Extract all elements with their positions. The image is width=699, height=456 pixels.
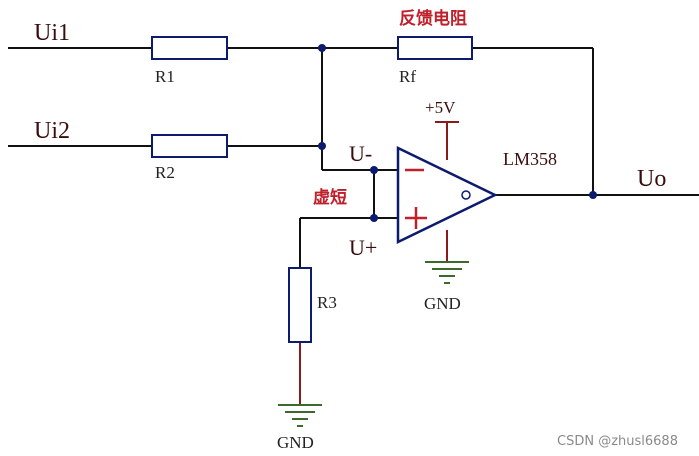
junction-dot-minus [370,166,378,174]
label-supply: +5V [425,98,456,117]
resistor-rf [397,36,473,60]
junction-dot-top [318,44,326,52]
label-gnd-r3: GND [277,433,314,452]
resistor-r3 [288,267,312,343]
label-feedback: 反馈电阻 [399,8,467,29]
opamp-output-bubble [461,190,471,200]
opamp-triangle [396,146,498,244]
label-lm358: LM358 [503,149,557,169]
label-ui2: Ui2 [34,118,70,144]
junction-dot-output [589,191,597,199]
junction-dot-summing [318,142,326,150]
label-r1: R1 [155,67,175,86]
label-r3: R3 [317,293,337,312]
label-gnd-opamp: GND [424,294,461,313]
watermark: CSDN @zhusl6688 [557,434,678,449]
ground-symbol-r3 [278,404,322,427]
label-r2: R2 [155,163,175,182]
label-u-minus: U- [349,141,372,166]
wires [8,47,699,405]
label-rf: Rf [399,67,416,86]
label-ui1: Ui1 [34,20,70,46]
label-virtual-short: 虚短 [313,187,347,208]
resistor-r1 [151,36,228,60]
resistor-r2 [151,134,228,158]
label-uo: Uo [637,166,666,192]
opamp-plus-sign [405,207,427,229]
junction-dot-plus [370,214,378,222]
label-u-plus: U+ [349,235,377,260]
ground-symbol-opamp [425,261,469,284]
